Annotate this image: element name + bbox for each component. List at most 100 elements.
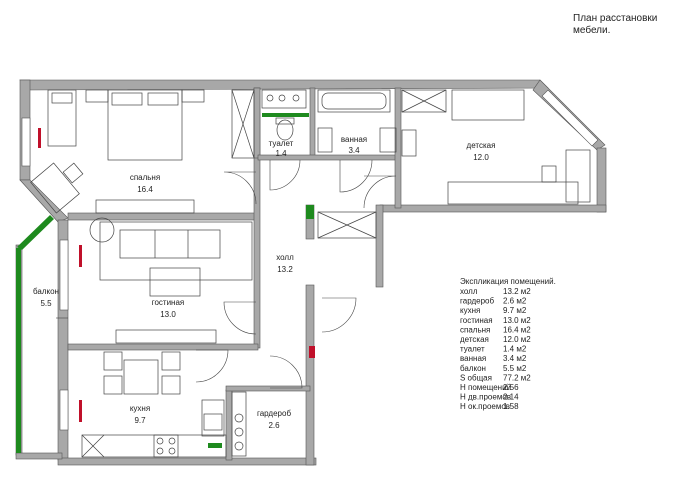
bedroom-dresser bbox=[95, 199, 195, 214]
wardrobe-shelving bbox=[231, 391, 247, 457]
wall-wardrobe-top bbox=[225, 385, 311, 392]
wall-kids-bottom bbox=[379, 204, 607, 213]
label-hall-name: холл bbox=[276, 253, 294, 262]
wall-kitchen-wardrobe bbox=[225, 389, 233, 461]
room-labels: спальня 16.4 туалет 1.4 ванная 3.4 детск… bbox=[33, 135, 495, 430]
bathtub bbox=[317, 89, 391, 113]
label-hall-area: 13.2 bbox=[277, 265, 293, 274]
bed-pillow-r bbox=[147, 92, 179, 106]
double-bed bbox=[107, 89, 183, 161]
kids-long-desk bbox=[447, 181, 579, 205]
legend-row-value: 77.2 м2 bbox=[503, 373, 531, 382]
label-bathroom-area: 3.4 bbox=[348, 146, 360, 155]
label-kitchen-area: 9.7 bbox=[134, 416, 146, 425]
legend-row-label: гардероб bbox=[460, 297, 494, 306]
hall-partition bbox=[306, 205, 314, 219]
green-partitions bbox=[16, 113, 314, 453]
legend-row-label: холл bbox=[460, 287, 478, 296]
wardrobe-partition bbox=[208, 443, 222, 448]
legend-row-value: 13.0 м2 bbox=[503, 316, 531, 325]
label-kitchen-name: кухня bbox=[130, 404, 150, 413]
wall-hall-right bbox=[305, 284, 315, 466]
radiator-kitchen bbox=[79, 400, 82, 422]
doors bbox=[56, 159, 397, 389]
stove bbox=[153, 434, 179, 458]
legend-row-value: 3.4 м2 bbox=[503, 354, 527, 363]
sofa-seat bbox=[119, 229, 221, 259]
pillow bbox=[51, 92, 73, 104]
legend-row-label: Н ок.проемов bbox=[460, 402, 510, 411]
wardrobe-bedroom bbox=[231, 89, 255, 159]
label-balcony-name: балкон bbox=[33, 287, 59, 296]
washing-machine bbox=[379, 127, 397, 153]
legend-row-value: 16.4 м2 bbox=[503, 325, 531, 334]
label-toilet-name: туалет bbox=[269, 139, 294, 148]
label-wardrobe-area: 2.6 bbox=[268, 421, 280, 430]
armchair bbox=[89, 217, 115, 243]
legend-row-label: ванная bbox=[460, 354, 486, 363]
desk-chair bbox=[62, 162, 84, 184]
wall-step bbox=[375, 204, 384, 288]
wall-bath-kids bbox=[394, 87, 402, 209]
label-kids-name: детская bbox=[467, 141, 496, 150]
legend-row-value: 5.5 м2 bbox=[503, 364, 527, 373]
label-living-name: гостиная bbox=[152, 298, 185, 307]
kids-shelf bbox=[401, 129, 417, 157]
legend-row-value: 1.4 м2 bbox=[503, 345, 527, 354]
toilet-tank bbox=[275, 117, 295, 125]
toilet-partition bbox=[262, 113, 309, 117]
door-hall bbox=[321, 297, 357, 333]
legend-heading: Экспликация помещений. bbox=[460, 277, 556, 286]
legend-row-label: детская bbox=[460, 335, 489, 344]
wall-toilet-bath bbox=[309, 87, 316, 159]
radiator-hall bbox=[309, 346, 315, 358]
legend-row-label: туалет bbox=[460, 345, 485, 354]
label-bedroom-area: 16.4 bbox=[137, 185, 153, 194]
dining-table bbox=[123, 359, 159, 395]
legend-row-label: S общая bbox=[460, 373, 492, 382]
label-balcony-area: 5.5 bbox=[40, 299, 52, 308]
bathtub-inner bbox=[321, 92, 387, 110]
wall-diagonal-nw bbox=[19, 179, 69, 223]
windows bbox=[21, 89, 599, 431]
door-kids bbox=[363, 175, 397, 209]
legend-row-value: 2.14 bbox=[503, 393, 519, 402]
desk bbox=[30, 162, 80, 214]
label-toilet-area: 1.4 bbox=[275, 149, 287, 158]
chair-2 bbox=[103, 375, 123, 395]
nightstand-l bbox=[85, 89, 109, 103]
legend-row-value: 9.7 м2 bbox=[503, 306, 527, 315]
wall-living-kitchen bbox=[67, 343, 259, 351]
legend-row-value: 12.0 м2 bbox=[503, 335, 531, 344]
balcony-rail bbox=[16, 248, 21, 453]
coffee-table bbox=[149, 267, 201, 297]
window-bedroom bbox=[21, 117, 31, 167]
kids-bed bbox=[451, 89, 525, 121]
wall-top bbox=[19, 79, 549, 91]
label-kids-area: 12.0 bbox=[473, 153, 489, 162]
chair-4 bbox=[161, 375, 181, 395]
legend-row-value: 2.6 м2 bbox=[503, 297, 527, 306]
kitchen-sink bbox=[203, 413, 223, 431]
kids-wardrobe bbox=[401, 89, 447, 113]
bed-pillow-l bbox=[111, 92, 143, 106]
sofa bbox=[99, 221, 253, 281]
legend-row-label: спальня bbox=[460, 325, 490, 334]
label-bathroom-name: ванная bbox=[341, 135, 367, 144]
furniture bbox=[30, 89, 591, 458]
legend-row-value: 2.56 bbox=[503, 383, 519, 392]
single-bed bbox=[47, 89, 77, 147]
door-kitchen bbox=[195, 349, 229, 383]
door-bathroom bbox=[339, 159, 373, 193]
hall-wardrobe-top bbox=[317, 211, 377, 239]
tv-stand bbox=[115, 329, 217, 344]
door-toilet bbox=[269, 159, 301, 191]
window-living bbox=[59, 239, 69, 311]
label-bedroom-name: спальня bbox=[130, 173, 160, 182]
chair-1 bbox=[103, 351, 123, 371]
window-kids bbox=[541, 89, 599, 147]
label-living-area: 13.0 bbox=[160, 310, 176, 319]
radiator-bedroom bbox=[38, 128, 41, 148]
